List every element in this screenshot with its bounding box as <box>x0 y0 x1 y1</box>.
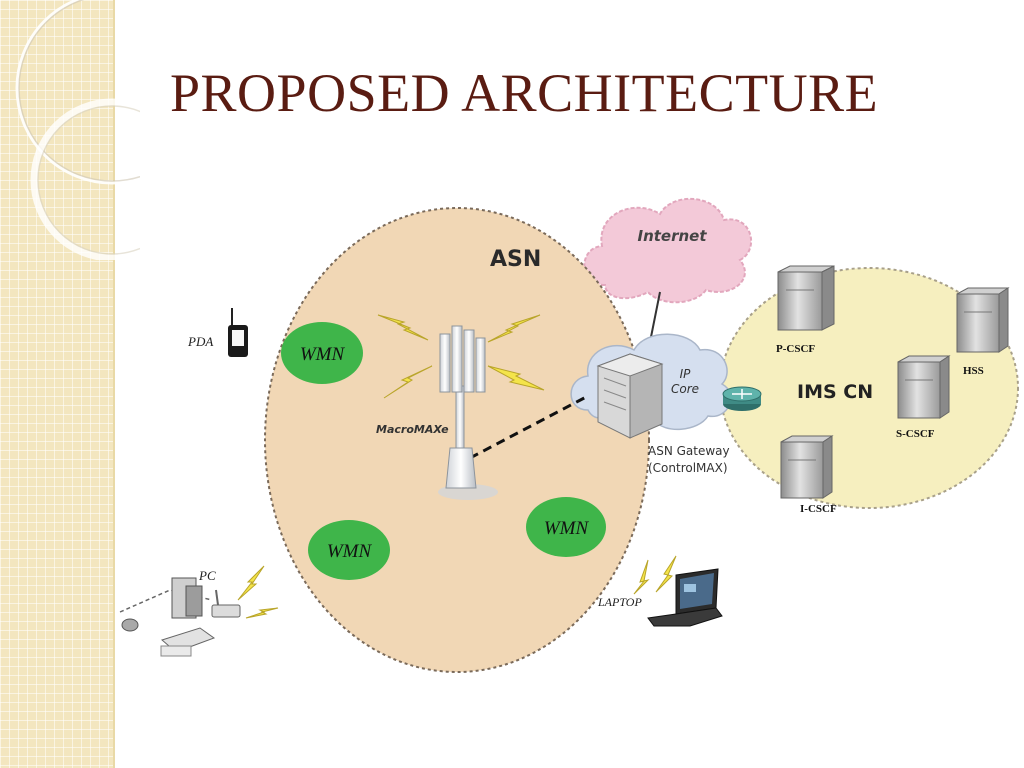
s-cscf-server-icon <box>897 355 951 419</box>
pc-label: PC <box>198 568 216 583</box>
ims-cn-label: IMS CN <box>797 381 873 403</box>
laptop-label: LAPTOP <box>597 595 642 609</box>
internet-link <box>649 291 661 343</box>
ip-core-label-line2: Core <box>671 382 699 396</box>
hss-server-icon <box>956 287 1010 353</box>
asn-gateway-server-icon <box>596 353 664 439</box>
p-cscf-label: P-CSCF <box>776 343 815 355</box>
hss-label: HSS <box>963 365 984 377</box>
wmn-label-2: WMN <box>327 541 373 562</box>
wireless-signal-icons <box>377 314 545 399</box>
wmn-label-1: WMN <box>300 344 346 365</box>
laptop-icon <box>647 568 723 627</box>
wmn-node-1: WMN <box>281 322 363 384</box>
i-cscf-server-icon <box>780 435 834 499</box>
ip-core-label-line1: IP <box>680 367 692 381</box>
macromaxe-label: MacroMAXe <box>376 423 449 436</box>
pda-label: PDA <box>187 334 213 349</box>
macromaxe-tower-icon <box>438 325 498 500</box>
i-cscf-label: I-CSCF <box>800 503 837 515</box>
pda-icon <box>228 308 248 357</box>
gateway-label-line2: (ControlMAX) <box>648 461 728 475</box>
slide-title: PROPOSED ARCHITECTURE <box>170 63 879 123</box>
pc-icon <box>119 577 241 657</box>
s-cscf-label: S-CSCF <box>896 428 935 440</box>
p-cscf-server-icon <box>777 265 835 331</box>
backhaul-link <box>469 394 589 460</box>
internet-label: Internet <box>637 227 707 245</box>
wmn-node-2: WMN <box>308 520 390 580</box>
asn-label: ASN <box>490 247 541 272</box>
gateway-label-line1: ASN Gateway <box>648 444 730 458</box>
internet-cloud: Internet <box>583 198 753 304</box>
pc-signal-icons <box>237 565 279 619</box>
decorative-rings <box>15 0 140 260</box>
wmn-node-3: WMN <box>526 497 606 557</box>
wmn-label-3: WMN <box>544 518 590 539</box>
laptop-signal-icons <box>633 555 677 595</box>
router-icon <box>722 386 762 411</box>
